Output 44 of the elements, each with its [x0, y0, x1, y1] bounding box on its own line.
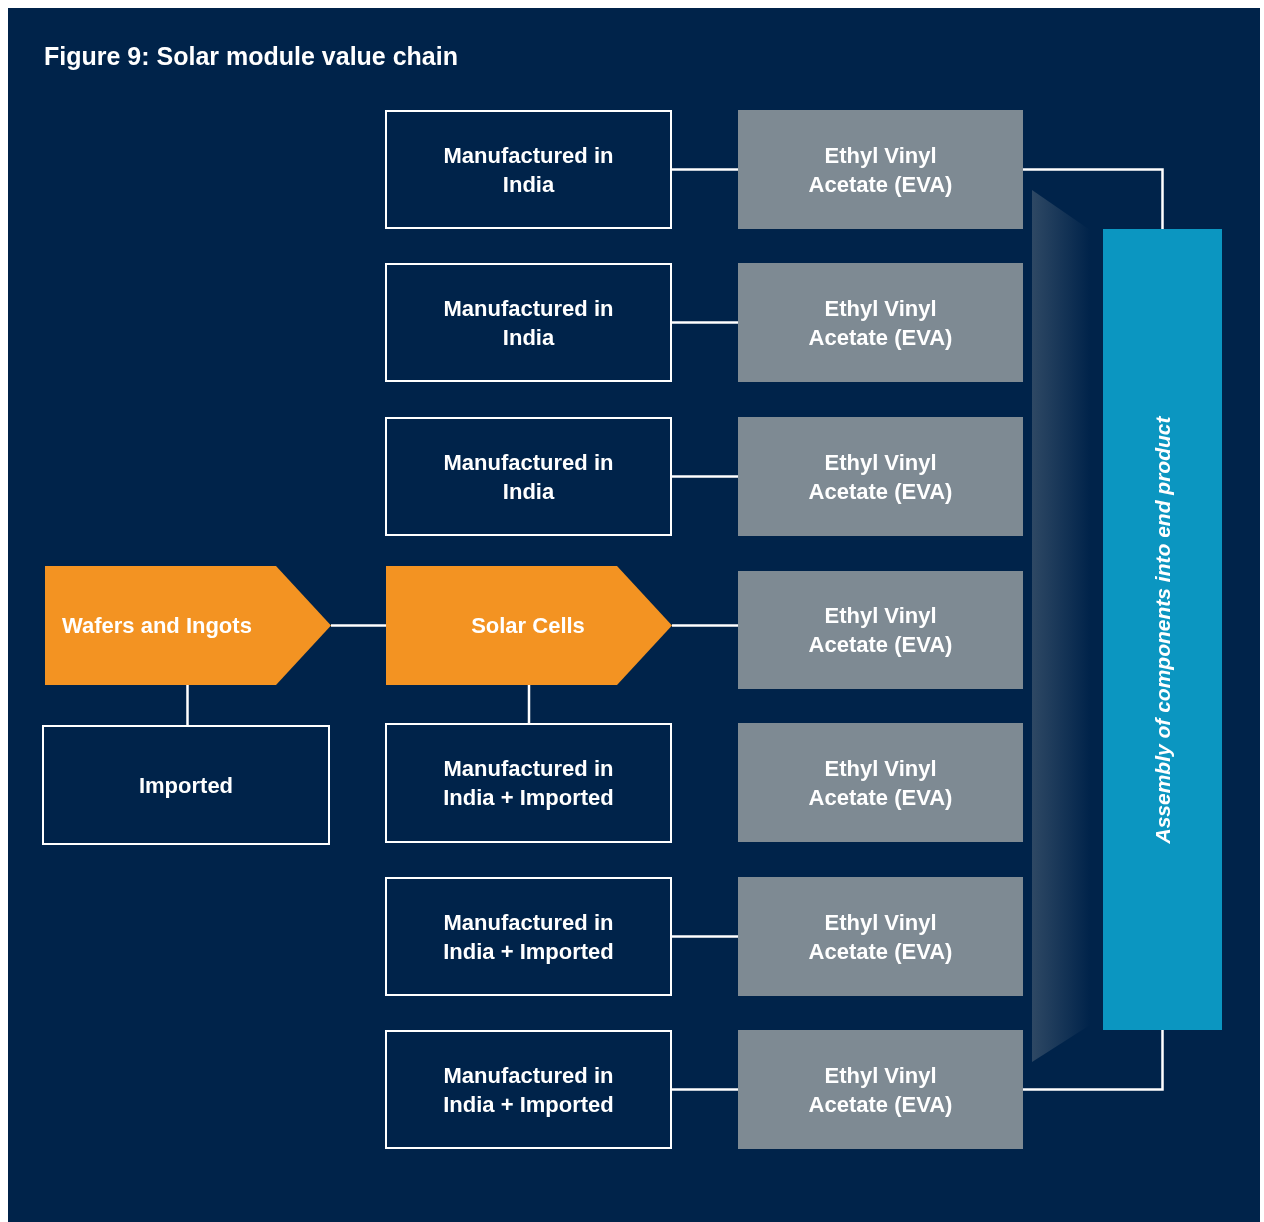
- connector-line: [672, 624, 738, 627]
- material-box: [738, 263, 1023, 382]
- source-box: [385, 723, 672, 843]
- node-label: Ethyl Vinyl Acetate (EVA): [807, 294, 954, 352]
- connector-line: [527, 685, 531, 723]
- connector-line: [672, 321, 738, 324]
- source-box: [42, 725, 330, 845]
- node-label: Imported: [137, 771, 235, 800]
- source-box: [385, 417, 672, 536]
- node-label: Wafers and Ingots: [62, 612, 252, 640]
- node-label: Ethyl Vinyl Acetate (EVA): [807, 448, 954, 506]
- source-box: [385, 877, 672, 996]
- node-label: Ethyl Vinyl Acetate (EVA): [807, 602, 954, 659]
- source-box: [385, 263, 672, 382]
- node-label: Manufactured in India: [442, 141, 615, 199]
- material-box: [738, 417, 1023, 536]
- node-label: Ethyl Vinyl Acetate (EVA): [807, 754, 954, 812]
- node-label: Manufactured in India + Imported: [442, 755, 615, 812]
- node-label: Solar Cells: [471, 612, 585, 640]
- connector-line: [1023, 1030, 1164, 1091]
- node-label: Assembly of components into end product: [1149, 416, 1175, 843]
- connector-line: [1023, 168, 1164, 229]
- material-box: [738, 1030, 1023, 1149]
- connector-line: [331, 624, 386, 627]
- connector-line: [672, 1088, 738, 1091]
- node-label: Manufactured in India: [442, 294, 615, 352]
- connector-line: [672, 475, 738, 478]
- material-box: [738, 110, 1023, 229]
- node-label: Manufactured in India + Imported: [442, 1061, 615, 1119]
- assembly-bar: [1103, 229, 1222, 1030]
- node-label: Manufactured in India: [442, 448, 615, 506]
- material-box: [738, 877, 1023, 996]
- node-label: Ethyl Vinyl Acetate (EVA): [807, 1061, 954, 1119]
- source-box: [385, 110, 672, 229]
- connector-line: [672, 935, 738, 938]
- node-label: Ethyl Vinyl Acetate (EVA): [807, 141, 954, 199]
- source-box: [385, 1030, 672, 1149]
- connector-line: [672, 168, 738, 171]
- connector-line: [186, 685, 189, 725]
- node-label: Ethyl Vinyl Acetate (EVA): [807, 908, 954, 966]
- node-label: Manufactured in India + Imported: [442, 908, 615, 966]
- material-box: [738, 723, 1023, 842]
- figure-title: Figure 9: Solar module value chain: [44, 41, 458, 72]
- material-box: [738, 571, 1023, 689]
